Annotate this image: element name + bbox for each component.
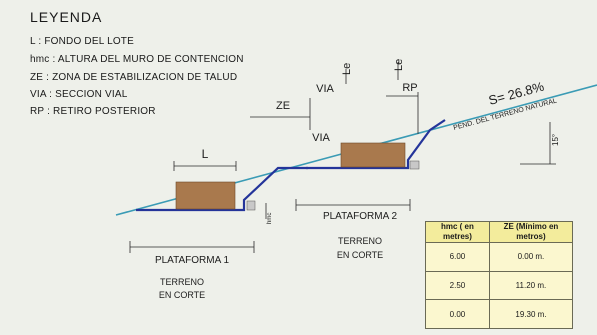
table-row: 2.50 11.20 m. <box>425 270 574 301</box>
retaining-wall-2 <box>409 160 420 170</box>
angle-label: 15° <box>551 134 560 146</box>
le-label-2: Le <box>393 59 405 71</box>
platform2-ground: TERRENO <box>338 236 382 246</box>
table-cell: 6.00 <box>425 242 490 272</box>
platform2-name: PLATAFORMA 2 <box>323 211 398 222</box>
legend-title: LEYENDA <box>30 9 103 25</box>
legend-item-wall-height: hmc : ALTURA DEL MURO DE CONTENCION <box>30 54 244 65</box>
via-top-label: VIA <box>316 83 334 95</box>
building-lot-2 <box>340 142 406 168</box>
platform1-name: PLATAFORMA 1 <box>155 255 230 266</box>
ze-label: ZE <box>276 100 290 112</box>
ze-table: hmc ( en metres) ZE (Mínimo en metros) 6… <box>425 221 574 329</box>
legend-item-stabilization-zone: ZE : ZONA DE ESTABILIZACION DE TALUD <box>30 72 238 83</box>
table-cell: 0.00 m. <box>488 242 574 272</box>
wall-height-label: hmc <box>267 213 273 224</box>
legend-item-rear-setback: RP : RETIRO POSTERIOR <box>30 106 156 117</box>
platform2-cut: EN CORTE <box>337 250 383 260</box>
table-cell: 2.50 <box>425 270 490 301</box>
platform1-cut-profile <box>136 166 308 212</box>
platform1-cut: EN CORTE <box>159 290 205 300</box>
legend-item-lot-depth: L : FONDO DEL LOTE <box>30 36 134 47</box>
table-row: 6.00 0.00 m. <box>425 242 574 272</box>
table-cell: 0.00 <box>425 299 490 329</box>
legend-item-road-section: VIA : SECCION VIAL <box>30 89 128 100</box>
via-mid-label: VIA <box>312 132 330 144</box>
platform1-ground: TERRENO <box>160 277 204 287</box>
lot-depth-label: L <box>202 147 209 161</box>
retaining-wall-1 <box>246 200 256 211</box>
table-cell: 19.30 m. <box>488 299 574 329</box>
table-header-hmc: hmc ( en metres) <box>425 221 490 243</box>
rp-label: RP <box>402 82 417 94</box>
table-header-ze: ZE (Mínimo en metros) <box>488 221 574 243</box>
dimension-lines <box>129 62 556 253</box>
table-row: 0.00 19.30 m. <box>425 299 574 329</box>
platform2-cut-profile <box>306 119 446 170</box>
building-lot-1 <box>175 181 236 210</box>
table-cell: 11.20 m. <box>488 270 574 301</box>
le-label-1: Le <box>341 63 353 75</box>
